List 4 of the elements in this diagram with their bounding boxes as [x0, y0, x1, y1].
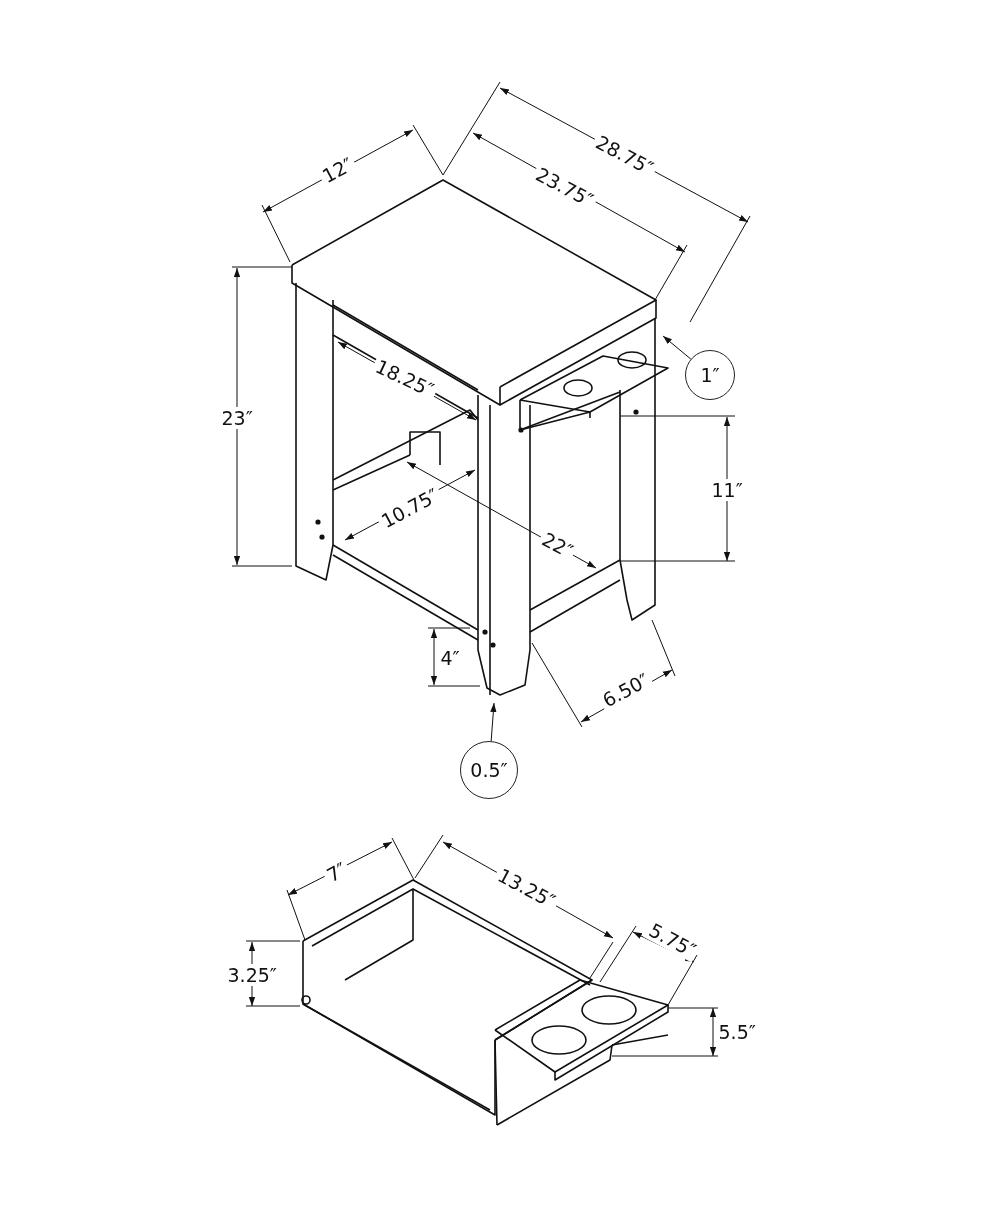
callout-bubble: 1″: [685, 350, 735, 400]
leader-line: [490, 702, 497, 742]
leader-line: [662, 335, 692, 360]
callout-bubble: 0.5″: [460, 741, 518, 799]
